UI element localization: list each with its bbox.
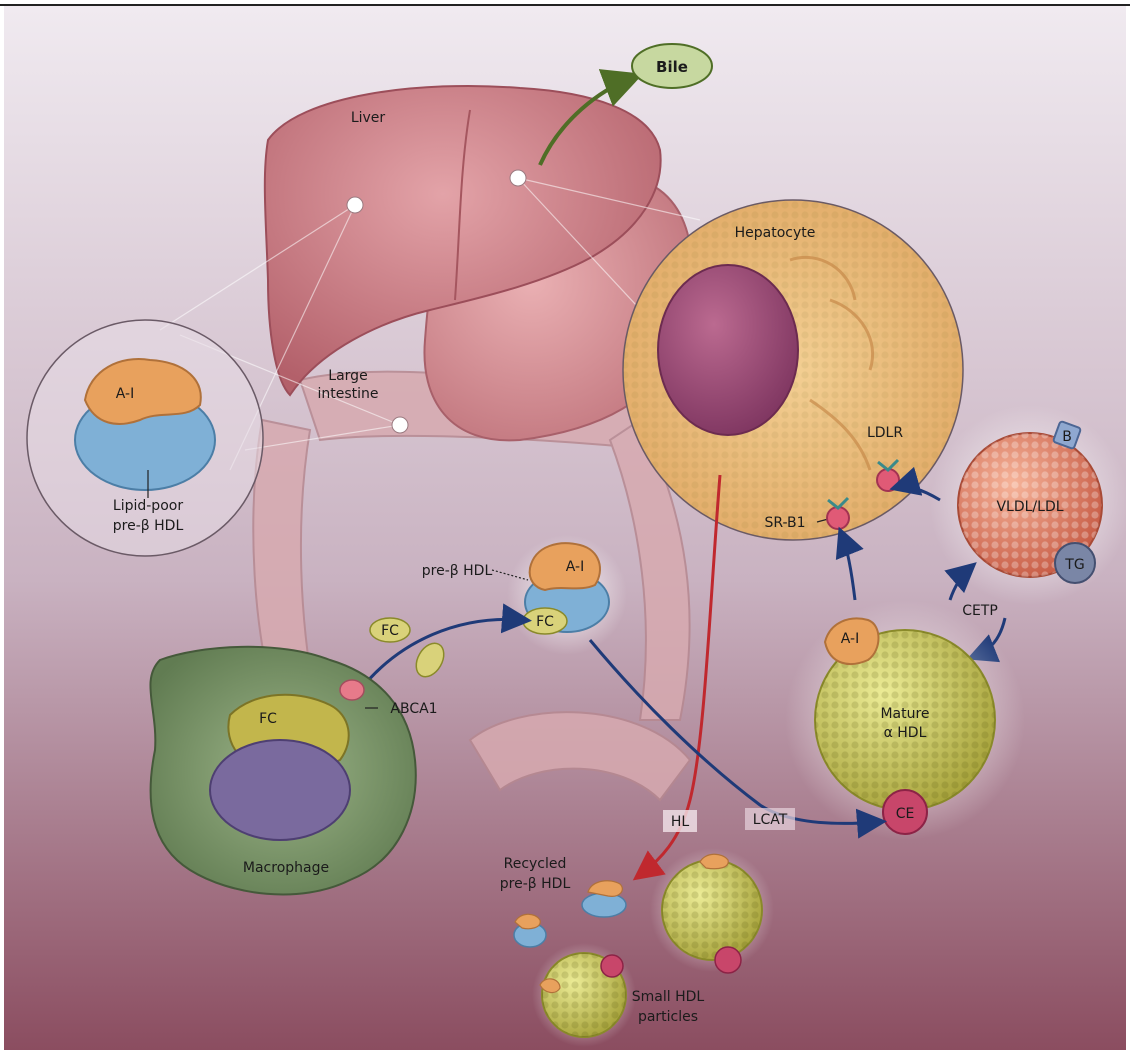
macrophage-nucleus [210,740,350,840]
small-hdl-label-2: particles [638,1009,698,1025]
prebeta-a1-label: A-I [566,559,584,575]
abca1-label: ABCA1 [390,701,437,717]
lipid-poor-label-2: pre-β HDL [113,518,184,534]
prebeta-fc-label: FC [536,614,554,630]
large-intestine-label-1: Large [328,368,367,384]
recycled-label-1: Recycled [504,856,567,872]
hepatocyte-nucleus [658,265,798,435]
vldl-ldl-particle: VLDL/LDL B TG [930,405,1130,605]
macrophage-fc-label: FC [259,711,277,727]
mature-hdl-particle: Mature α HDL A-I CE [785,600,1025,840]
large-intestine-label-2: intestine [317,386,378,402]
free-fc-label: FC [381,623,399,639]
hepatocyte-label: Hepatocyte [735,225,816,241]
mature-a1-label: A-I [841,631,859,647]
prebeta-hdl-label: pre-β HDL [422,563,493,579]
hl-label: HL [671,814,690,830]
lipid-poor-label-1: Lipid-poor [113,498,183,514]
vldl-ldl-label: VLDL/LDL [996,499,1063,515]
prebeta-hdl-particle: A-I FC [507,535,627,655]
abca1-transporter [340,680,364,700]
tg-label: TG [1064,557,1084,573]
bile-label: Bile [656,58,688,76]
liver-label: Liver [351,110,386,126]
macrophage-cell: FC Macrophage [150,647,415,895]
liver-callout-dot-right [510,170,526,186]
lipid-poor-hdl-inset: A-I Lipid-poor pre-β HDL [27,320,263,556]
sr-b1-label: SR-B1 [764,515,805,531]
recycled-label-2: pre-β HDL [500,876,571,892]
small-hdl-label-1: Small HDL [632,989,705,1005]
liver-callout-dot [347,197,363,213]
mature-label-1: Mature [880,706,929,722]
macrophage-label: Macrophage [243,860,329,876]
small-hdl-particle-small [532,943,636,1047]
ldlr-receptor [877,469,899,491]
sr-b1-receptor [827,507,849,529]
inset-a1-label: A-I [116,386,134,402]
mature-label-2: α HDL [884,725,927,741]
cetp-label: CETP [962,603,998,619]
intestine-callout-dot [392,417,408,433]
ce-label: CE [896,806,915,822]
lcat-label: LCAT [753,812,788,828]
ldlr-label: LDLR [867,425,903,441]
apoB-label: B [1062,429,1072,445]
small-hdl-particle-large [650,848,774,973]
